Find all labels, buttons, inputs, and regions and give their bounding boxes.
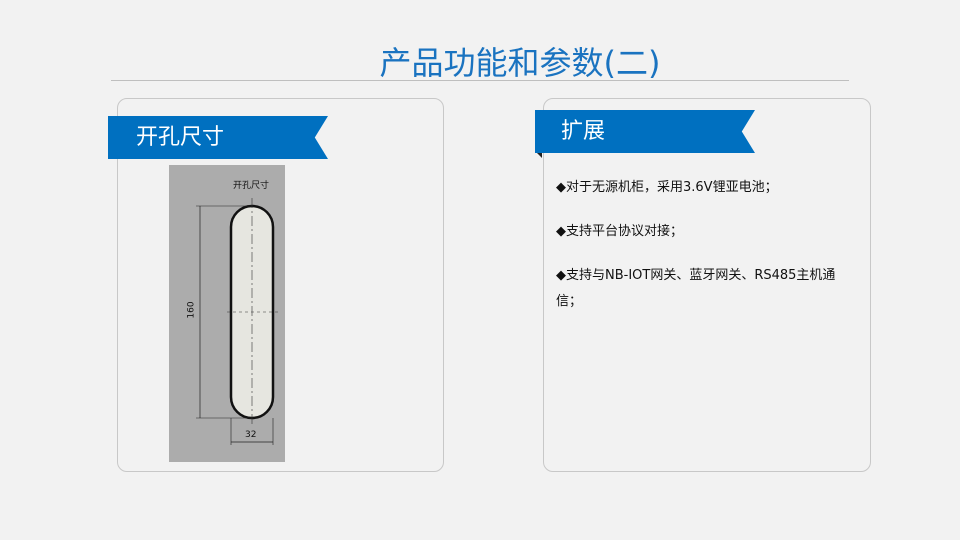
feature-list: ◆对于无源机柜，采用3.6V锂亚电池； ◆支持平台协议对接； ◆支持与NB-IO… <box>556 175 856 333</box>
title-divider <box>111 80 849 81</box>
list-item: ◆支持与NB-IOT网关、蓝牙网关、RS485主机通信； <box>556 268 836 309</box>
left-card-heading: 开孔尺寸 <box>108 116 328 159</box>
cutout-diagram <box>196 198 279 445</box>
list-item: ◆支持平台协议对接； <box>556 224 683 239</box>
width-dimension: 32 <box>245 430 257 440</box>
right-card <box>543 98 871 472</box>
page-title: 产品功能和参数(二) <box>379 44 661 82</box>
cutout-drawing: 开孔尺寸 160 32 <box>169 165 285 462</box>
list-item: ◆对于无源机柜，采用3.6V锂亚电池； <box>556 180 778 195</box>
ribbon-fold <box>535 151 542 158</box>
height-dimension: 160 <box>186 301 197 319</box>
drawing-label: 开孔尺寸 <box>233 181 270 191</box>
right-card-heading: 扩展 <box>535 110 755 153</box>
